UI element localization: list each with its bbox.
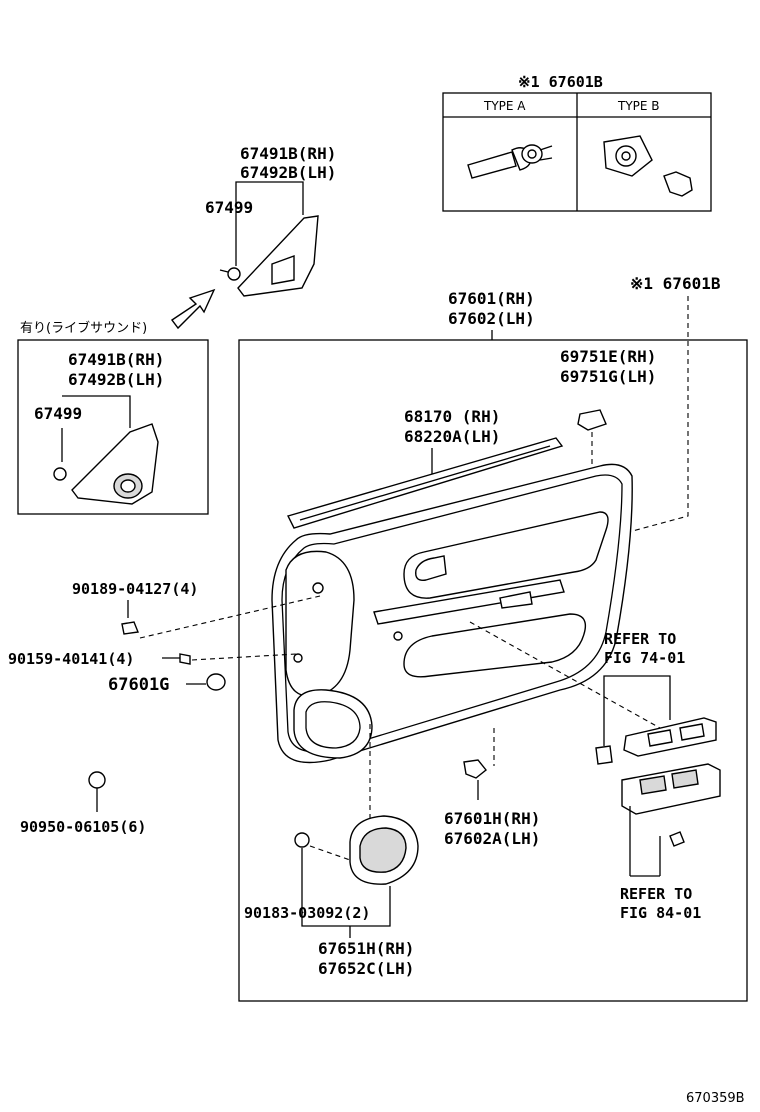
door-trim-frame — [238, 339, 748, 1002]
label-67651h-rh: 67651H(RH) — [318, 939, 414, 958]
box-label-67499: 67499 — [34, 404, 82, 423]
label-90950: 90950-06105(6) — [20, 818, 146, 836]
speaker-grille-part — [349, 815, 419, 885]
nut-90183-part — [294, 832, 310, 848]
mirror-cover-group: 67491B(RH) 67492B(LH) 67499 — [170, 144, 336, 330]
type-b-header: TYPE B — [617, 99, 660, 113]
label-67499-top: 67499 — [205, 198, 253, 217]
label-67601-rh: 67601(RH) — [448, 289, 535, 308]
box-label-67492b-lh: 67492B(LH) — [68, 370, 164, 389]
label-67492b-lh: 67492B(LH) — [240, 163, 336, 182]
label-68220a-lh: 68220A(LH) — [404, 427, 500, 446]
label-67602a-lh: 67602A(LH) — [444, 829, 540, 848]
up-right-arrow-icon — [170, 288, 216, 330]
figure-code: 670359B — [686, 1091, 745, 1106]
clip-90189-part — [121, 621, 139, 635]
live-sound-option-box: 有り(ライブサウンド) 67491B(RH) 67492B(LH) 67499 — [17, 320, 209, 515]
power-window-switch-part — [621, 763, 721, 815]
clip-type-a-icon — [467, 144, 553, 179]
label-69751g-lh: 69751G(LH) — [560, 367, 656, 386]
label-67652c-lh: 67652C(LH) — [318, 959, 414, 978]
label-90159: 90159-40141(4) — [8, 650, 134, 668]
label-67601h-rh: 67601H(RH) — [444, 809, 540, 828]
type-a-header: TYPE A — [483, 99, 526, 113]
mirror-cover-part — [237, 215, 319, 297]
label-67491b-rh: 67491B(RH) — [240, 144, 336, 163]
label-67602-lh: 67602(LH) — [448, 309, 535, 328]
label-90183: 90183-03092(2) — [244, 904, 370, 922]
clip-type-legend: ※1 67601B TYPE A TYPE B — [442, 73, 712, 212]
label-90189: 90189-04127(4) — [72, 580, 198, 598]
plug-67601g-part — [206, 673, 226, 691]
label-68170-rh: 68170 (RH) — [404, 407, 500, 426]
door-trim-panel — [271, 463, 633, 764]
plug-90950-part — [88, 771, 106, 789]
refer-84-line1: REFER TO — [620, 885, 692, 903]
live-sound-note: 有り(ライブサウンド) — [20, 320, 147, 336]
refer-84-line2: FIG 84-01 — [620, 904, 701, 922]
label-67601g: 67601G — [108, 675, 169, 695]
label-67601b-ref: ※1 67601B — [630, 274, 721, 293]
screw-90159-part — [179, 653, 191, 665]
refer-74-line1: REFER TO — [604, 630, 676, 648]
refer-74-line2: FIG 74-01 — [604, 649, 685, 667]
legend-header: ※1 67601B — [518, 73, 603, 91]
label-69751e-rh: 69751E(RH) — [560, 347, 656, 366]
box-label-67491b-rh: 67491B(RH) — [68, 350, 164, 369]
clip-type-b-icon — [603, 135, 693, 197]
clip-67601h-part — [463, 759, 487, 779]
